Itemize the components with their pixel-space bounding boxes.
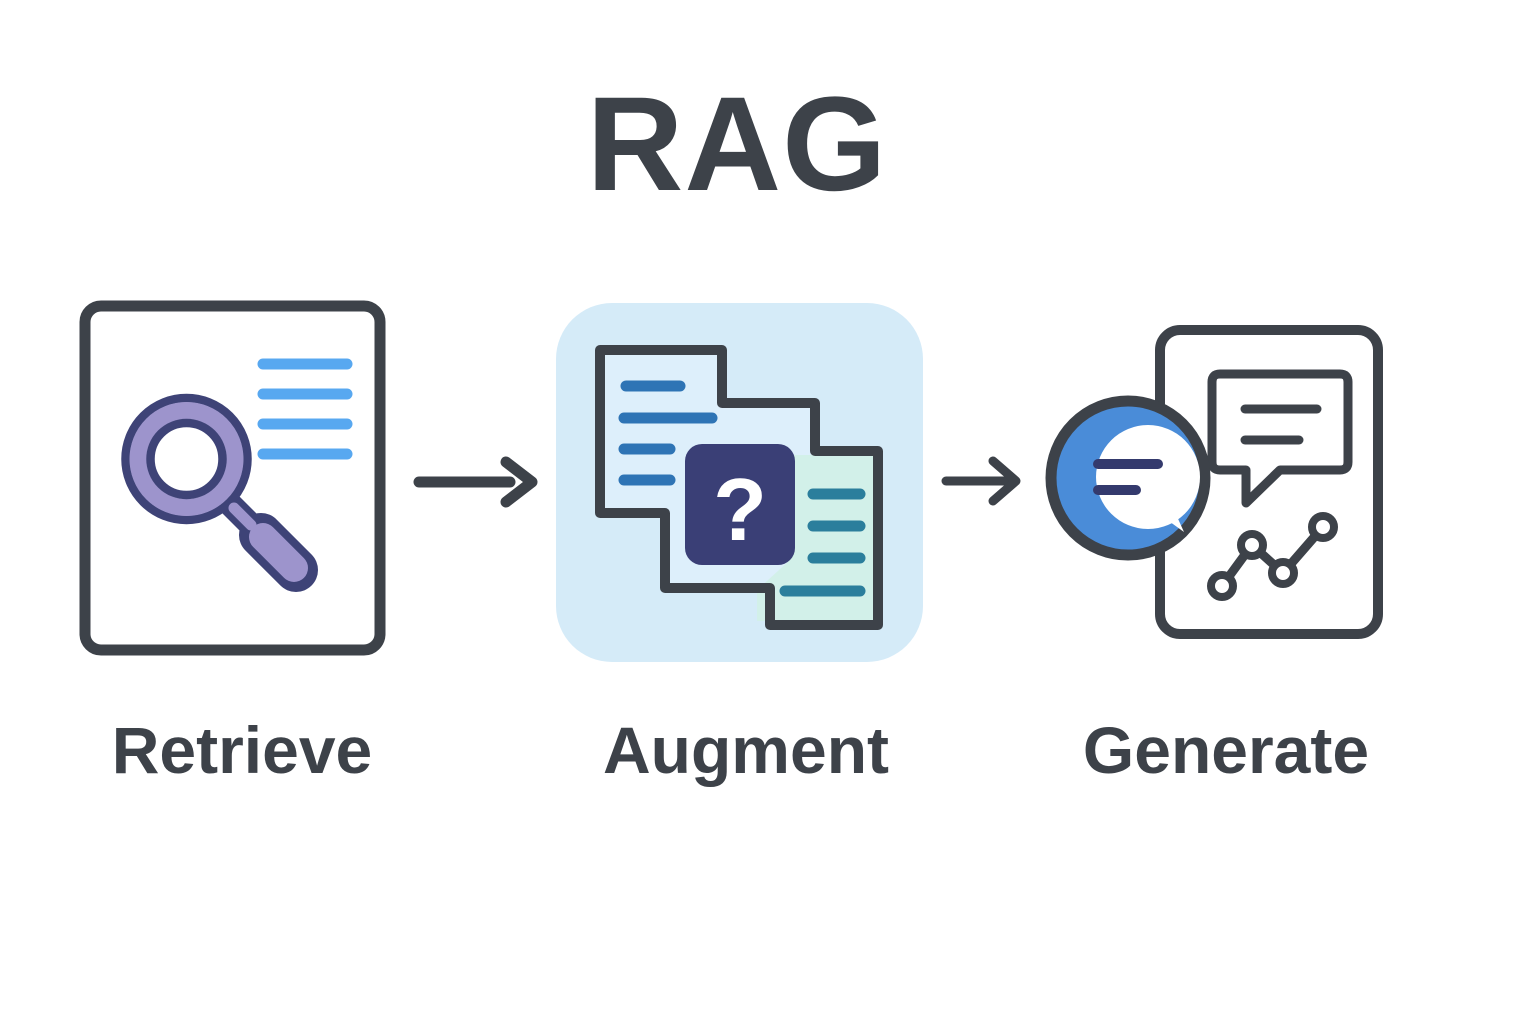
chat-bubble-badge-icon xyxy=(1045,395,1211,561)
pages-outline xyxy=(595,345,883,630)
arrow-right-icon xyxy=(941,456,1021,506)
page-title: RAG xyxy=(586,70,888,219)
step-label-retrieve: Retrieve xyxy=(111,713,373,787)
arrow-right-icon xyxy=(413,456,538,508)
question-mark: ? xyxy=(713,460,767,559)
right-page-text-lines xyxy=(779,488,866,597)
chat-report-icon xyxy=(1045,325,1383,639)
document-search-icon xyxy=(79,300,386,656)
step-label-augment: Augment xyxy=(603,713,889,787)
left-page-text-lines xyxy=(618,380,718,486)
step-label-generate: Generate xyxy=(1082,713,1370,787)
speech-bubble-text-lines xyxy=(1240,404,1322,445)
question-box xyxy=(685,444,795,565)
magnifier-icon xyxy=(121,393,318,592)
line-chart-icon xyxy=(1207,512,1338,601)
document-text-lines xyxy=(257,358,353,460)
documents-question-icon: ? xyxy=(556,303,923,662)
